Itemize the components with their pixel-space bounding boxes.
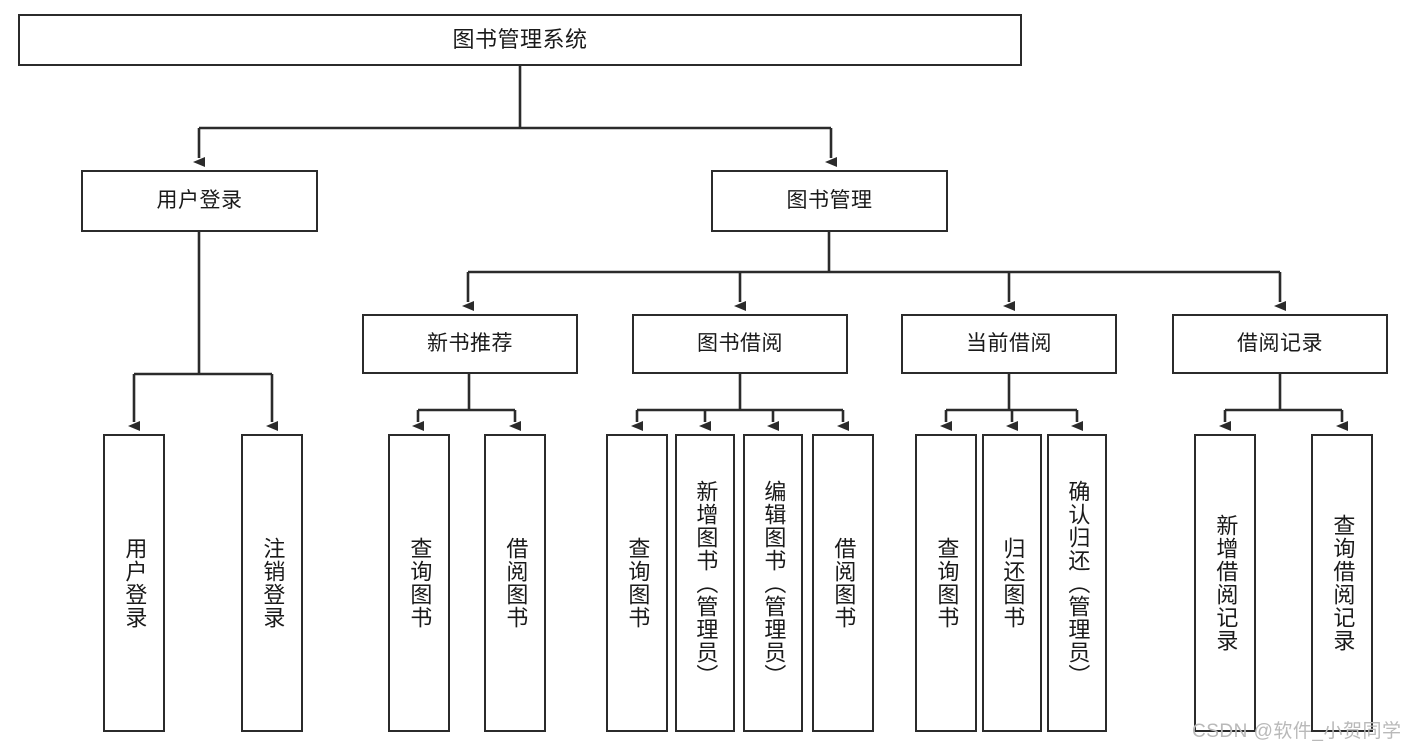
node-leaf-edit-book-admin[interactable]: 编辑图书（管理员） <box>743 434 803 732</box>
node-label: 新增借阅记录 <box>1213 514 1239 652</box>
node-leaf-user-login[interactable]: 用户登录 <box>103 434 165 732</box>
node-label: 用户登录 <box>156 188 243 212</box>
node-label: 用户登录 <box>122 537 148 629</box>
node-leaf-add-book-admin[interactable]: 新增图书（管理员） <box>675 434 735 732</box>
node-book-management[interactable]: 图书管理 <box>711 170 948 232</box>
node-label: 图书借阅 <box>697 331 783 355</box>
node-leaf-confirm-return-admin[interactable]: 确认归还（管理员） <box>1047 434 1107 732</box>
node-label: 查询图书 <box>625 537 651 629</box>
node-leaf-logout[interactable]: 注销登录 <box>241 434 303 732</box>
node-label: 图书管理 <box>786 188 873 212</box>
node-leaf-query-book-current[interactable]: 查询图书 <box>915 434 977 732</box>
node-label: 归还图书 <box>1000 537 1026 629</box>
node-leaf-borrow-book-recommend[interactable]: 借阅图书 <box>484 434 546 732</box>
node-label: 图书管理系统 <box>452 27 588 53</box>
node-label: 借阅记录 <box>1237 331 1323 355</box>
node-borrow-record[interactable]: 借阅记录 <box>1172 314 1388 374</box>
node-label: 借阅图书 <box>503 537 529 629</box>
node-root-system[interactable]: 图书管理系统 <box>18 14 1022 66</box>
node-leaf-query-book-recommend[interactable]: 查询图书 <box>388 434 450 732</box>
node-label: 确认归还（管理员） <box>1065 479 1091 687</box>
node-label: 注销登录 <box>260 537 286 629</box>
node-leaf-return-book[interactable]: 归还图书 <box>982 434 1042 732</box>
node-label: 新增图书（管理员） <box>693 479 719 687</box>
csdn-watermark: CSDN @软件_小贺同学 <box>1192 721 1402 742</box>
node-label: 新书推荐 <box>427 331 513 355</box>
node-leaf-query-borrow-record[interactable]: 查询借阅记录 <box>1311 434 1373 732</box>
node-label: 查询借阅记录 <box>1330 514 1356 652</box>
node-label: 查询图书 <box>407 537 433 629</box>
node-label: 借阅图书 <box>831 537 857 629</box>
node-book-borrow[interactable]: 图书借阅 <box>632 314 848 374</box>
node-label: 查询图书 <box>934 537 960 629</box>
node-leaf-query-book-borrow[interactable]: 查询图书 <box>606 434 668 732</box>
node-new-book-recommend[interactable]: 新书推荐 <box>362 314 578 374</box>
node-label: 编辑图书（管理员） <box>761 479 787 687</box>
node-label: 当前借阅 <box>966 331 1052 355</box>
node-leaf-borrow-book[interactable]: 借阅图书 <box>812 434 874 732</box>
node-leaf-add-borrow-record[interactable]: 新增借阅记录 <box>1194 434 1256 732</box>
node-current-borrow[interactable]: 当前借阅 <box>901 314 1117 374</box>
node-user-login[interactable]: 用户登录 <box>81 170 318 232</box>
